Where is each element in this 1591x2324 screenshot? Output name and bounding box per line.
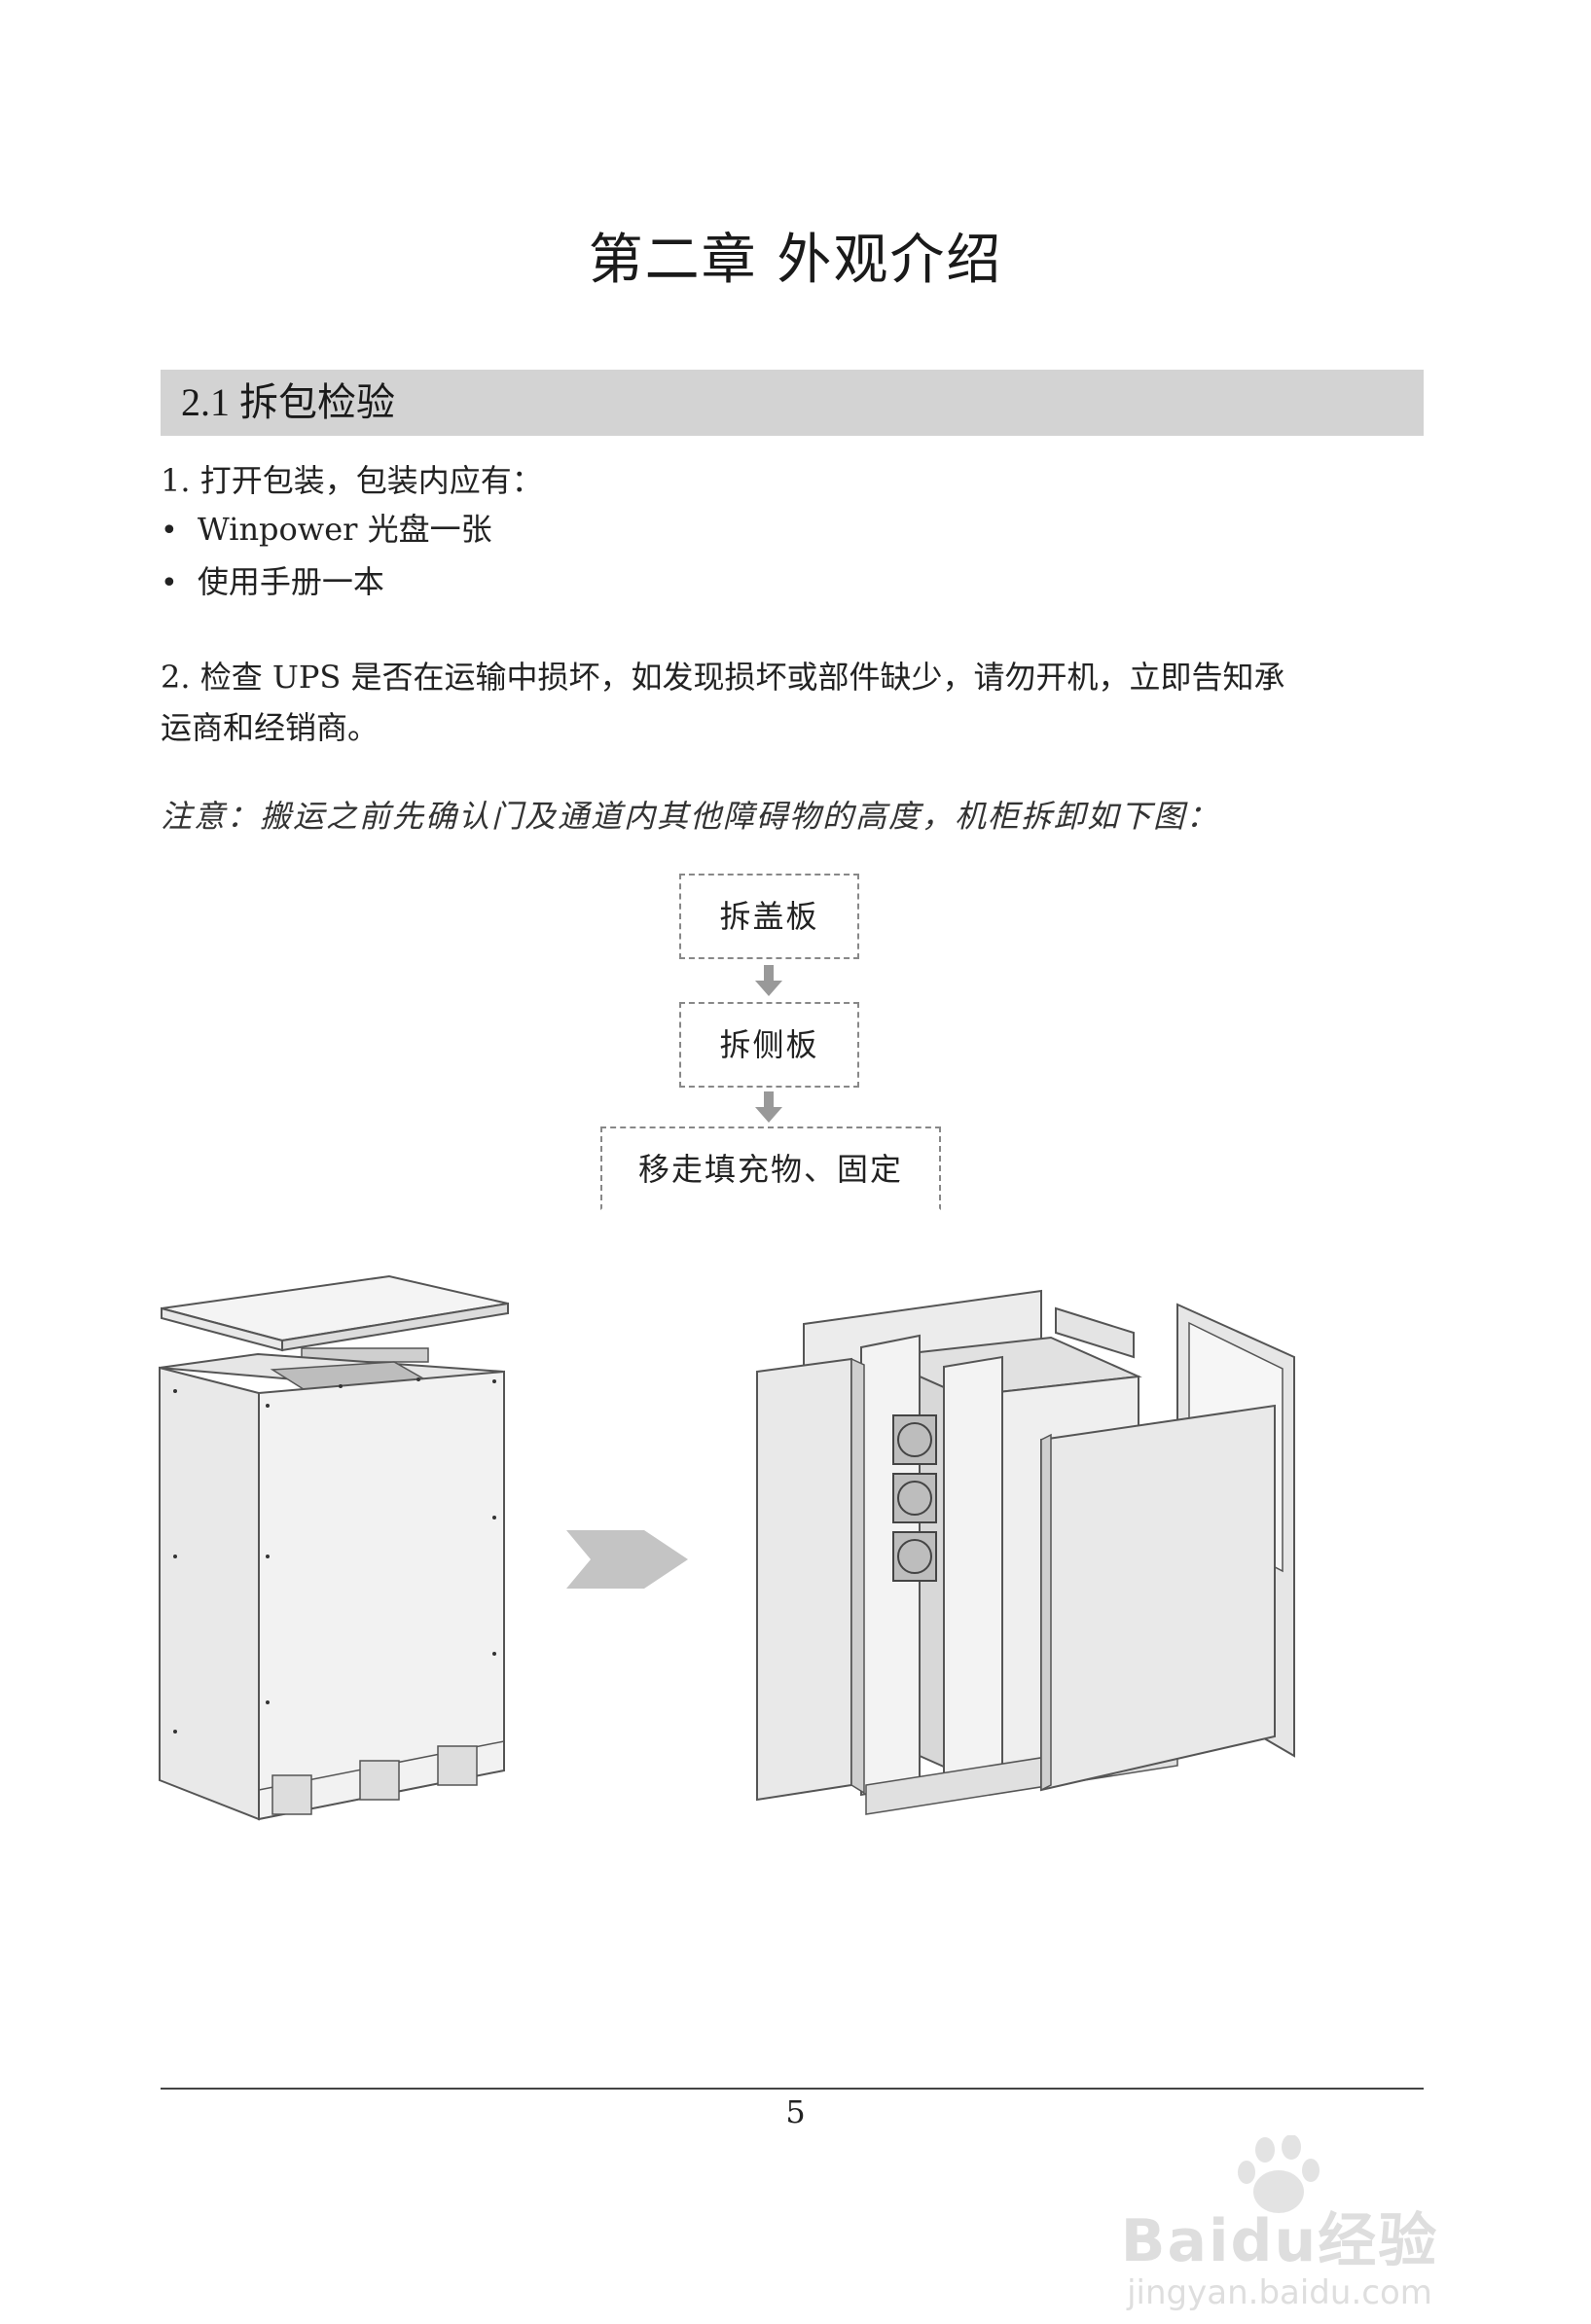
note-text: 注意：搬运之前先确认门及通道内其他障碍物的高度，机柜拆卸如下图： bbox=[161, 798, 1220, 835]
arrow-down-icon bbox=[755, 965, 782, 996]
chapter-title: 第二章 外观介绍 bbox=[588, 229, 1003, 292]
flow-step-remove-side: 拆侧板 bbox=[679, 1002, 859, 1088]
closed-cabinet-illustration bbox=[159, 1274, 509, 1821]
flow-step-remove-cover: 拆盖板 bbox=[679, 874, 859, 959]
step2-line2: 运商和经销商。 bbox=[161, 709, 380, 746]
bullet-icon: • bbox=[161, 514, 178, 548]
section-header-bar bbox=[161, 370, 1424, 436]
section-title: 2.1 拆包检验 bbox=[181, 380, 395, 424]
opened-cabinet-illustration bbox=[756, 1289, 1295, 1815]
baidu-watermark: Baidu经验 jingyan.baidu.com bbox=[1075, 2134, 1484, 2320]
bullet-icon: • bbox=[161, 566, 178, 600]
baidu-paw-logo bbox=[1238, 2134, 1320, 2213]
list-item: • Winpower 光盘一张 bbox=[161, 510, 492, 551]
flow-step-remove-filler: 移走填充物、固定 bbox=[600, 1126, 941, 1210]
watermark-url: jingyan.baidu.com bbox=[1127, 2273, 1432, 2312]
watermark-brand: Baidu经验 bbox=[1120, 2207, 1439, 2275]
list-item-text: Winpower 光盘一张 bbox=[197, 511, 492, 548]
arrow-down-icon bbox=[755, 1091, 782, 1123]
arrow-right-icon bbox=[566, 1530, 688, 1589]
footer-divider bbox=[161, 2088, 1424, 2090]
list-item: • 使用手册一本 bbox=[161, 562, 384, 603]
step2-line1: 2. 检查 UPS 是否在运输中损坏，如发现损坏或部件缺少，请勿开机，立即告知承 bbox=[161, 659, 1285, 696]
list-item-text: 使用手册一本 bbox=[197, 563, 384, 600]
page-number: 5 bbox=[785, 2093, 806, 2130]
step1-text: 1. 打开包装，包装内应有： bbox=[161, 462, 543, 499]
